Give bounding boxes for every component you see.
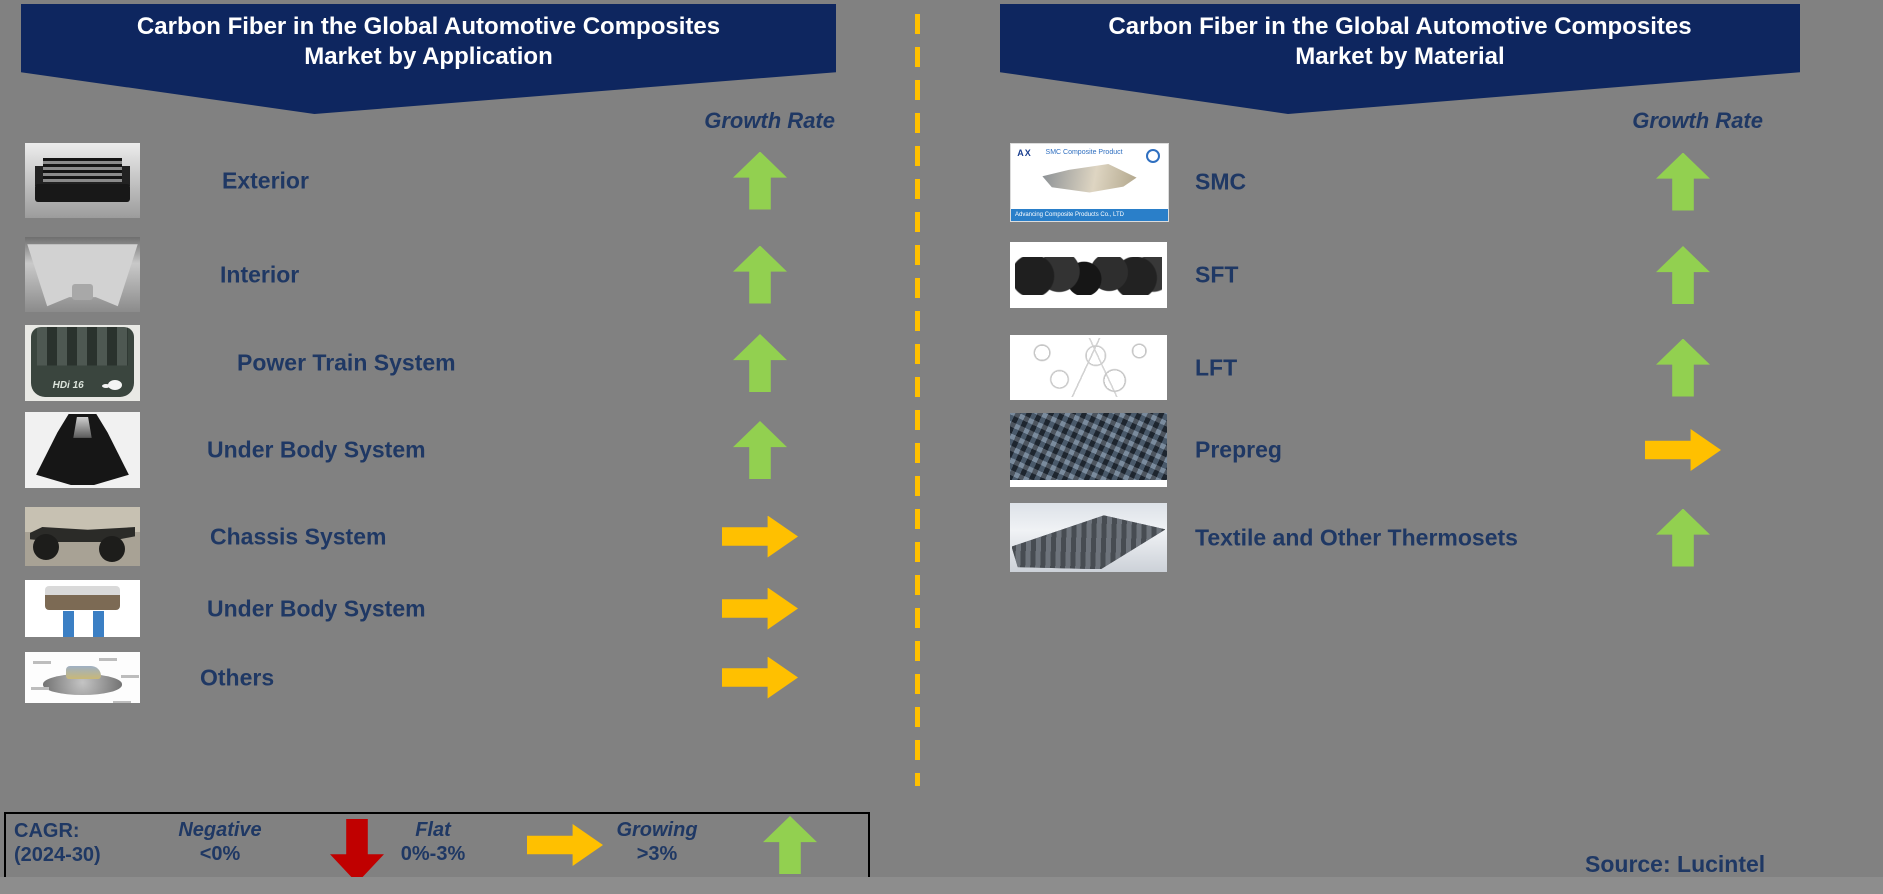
application-label: Under Body System [207, 436, 426, 463]
legend-negative-word: Negative [178, 819, 262, 841]
application-row-interior: Interior [0, 237, 1883, 312]
cagr-label: CAGR: (2024-30) [14, 819, 101, 867]
source-attribution: Source: Lucintel [1585, 851, 1766, 877]
left-panel-title-line2: Market by Application [304, 43, 553, 70]
cagr-label-line1: CAGR: [14, 820, 80, 842]
right-panel-title-banner: Carbon Fiber in the Global Automotive Co… [1000, 4, 1800, 114]
car-diagram-thumbnail-image [25, 652, 140, 703]
legend-item-flat: Flat 0%-3% [363, 818, 503, 866]
application-label: Others [200, 664, 275, 690]
diagram-callout-marks [33, 661, 51, 664]
panel-divider-dashed-line [915, 14, 920, 786]
material-row-prepreg: Prepreg [0, 413, 1883, 487]
material-row-sft: SFT [0, 242, 1883, 308]
chassis-thumbnail-image [25, 507, 140, 566]
engine-cover-thumbnail-image: HDi 16 [25, 325, 140, 401]
underbody-shield-thumbnail-image [25, 412, 140, 488]
legend-growing-range: >3% [636, 843, 678, 865]
material-row-lft: LFT [0, 335, 1883, 400]
smc-image-brand: AX [1017, 147, 1032, 158]
material-row-textile: Textile and Other Thermosets [0, 503, 1883, 572]
application-row-chassis: Chassis System [0, 507, 1883, 566]
car-on-lift-thumbnail-image [25, 580, 140, 637]
cagr-label-line2: (2024-30) [14, 844, 101, 866]
bottom-band [0, 877, 1883, 894]
application-row-under-body-1: Under Body System [0, 412, 1883, 488]
growth-rate-arrow [1645, 429, 1721, 471]
growth-rate-arrow [1656, 152, 1710, 211]
material-label: Textile and Other Thermosets [1195, 524, 1518, 550]
application-row-under-body-2: Under Body System [0, 580, 1883, 637]
growth-rate-arrow [722, 587, 798, 630]
sft-thumbnail-image [1010, 242, 1167, 308]
legend-negative-range: <0% [199, 843, 241, 865]
left-panel-title-banner: Carbon Fiber in the Global Automotive Co… [21, 4, 836, 114]
textile-thumbnail-image [1010, 503, 1167, 572]
application-row-exterior: Exterior [0, 143, 1883, 218]
application-label: Exterior [222, 167, 309, 193]
application-label: Chassis System [210, 523, 387, 549]
growth-rate-arrow [1656, 246, 1710, 304]
right-panel-title-line2: Market by Material [1295, 43, 1505, 70]
smc-image-footer: Advancing Composite Products Co., LTD [1011, 209, 1168, 221]
growth-rate-arrow [722, 656, 798, 699]
application-label: Interior [220, 261, 300, 287]
material-label: SMC [1195, 168, 1247, 194]
application-label: Under Body System [207, 595, 426, 621]
exterior-thumbnail-image [25, 143, 140, 218]
legend-item-growing: Growing >3% [587, 818, 727, 866]
material-row-smc: AX SMC Composite Product Advancing Compo… [0, 143, 1883, 222]
right-growth-rate-header: Growth Rate [1632, 108, 1763, 133]
lft-thumbnail-image [1010, 335, 1167, 400]
engine-cover-label: HDi 16 [52, 380, 84, 392]
legend-growing-word: Growing [616, 819, 698, 841]
legend-flat-range: 0%-3% [400, 843, 466, 865]
material-label: LFT [1195, 354, 1238, 380]
left-panel-title-line1: Carbon Fiber in the Global Automotive Co… [136, 13, 721, 40]
prepreg-thumbnail-image [1010, 413, 1167, 487]
legend-item-negative: Negative <0% [150, 818, 290, 866]
growth-rate-arrow [1656, 508, 1710, 567]
right-panel-title-line1: Carbon Fiber in the Global Automotive Co… [1108, 13, 1692, 40]
interior-thumbnail-image [25, 237, 140, 312]
application-row-others: Others [0, 652, 1883, 703]
application-label: Power Train System [237, 349, 456, 376]
smc-image-title: SMC Composite Product [1045, 148, 1123, 156]
legend-flat-word: Flat [415, 819, 451, 841]
material-label: Prepreg [1195, 436, 1282, 463]
application-row-power-train: HDi 16 Power Train System [0, 325, 1883, 401]
material-label: SFT [1195, 261, 1239, 288]
smc-thumbnail-image: AX SMC Composite Product Advancing Compo… [1010, 143, 1169, 222]
left-growth-rate-header: Growth Rate [704, 108, 835, 133]
growth-rate-arrow [1656, 338, 1710, 397]
